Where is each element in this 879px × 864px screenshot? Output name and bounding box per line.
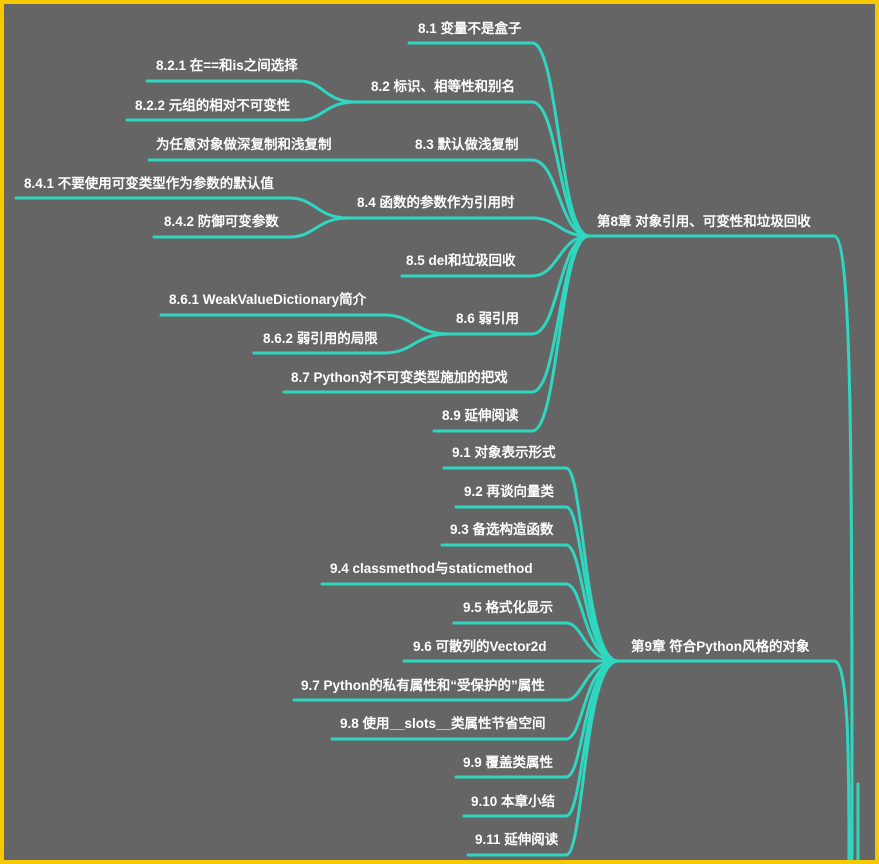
subsection-8-6-1-node[interactable]: 8.6.1 WeakValueDictionary简介 — [169, 292, 367, 307]
section-8-3-node[interactable]: 8.3 默认做浅复制 — [415, 137, 519, 152]
subsection-8-4-2-node[interactable]: 8.4.2 防御可变参数 — [164, 214, 279, 229]
section-8-5-node[interactable]: 8.5 del和垃圾回收 — [406, 253, 516, 268]
section-9-4-node[interactable]: 9.4 classmethod与staticmethod — [330, 561, 533, 576]
section-8-2-node[interactable]: 8.2 标识、相等性和别名 — [371, 79, 516, 94]
chapter-9-node[interactable]: 第9章 符合Python风格的对象 — [631, 639, 810, 654]
section-9-9-node[interactable]: 9.9 覆盖类属性 — [463, 755, 554, 770]
chapter-8-node[interactable]: 第8章 对象引用、可变性和垃圾回收 — [597, 214, 811, 229]
section-8-4-node[interactable]: 8.4 函数的参数作为引用时 — [357, 195, 515, 210]
edge-8-9 — [432, 234, 591, 433]
edge-8-2 — [354, 100, 591, 238]
edge-8-6-2 — [252, 332, 451, 355]
section-8-6-node[interactable]: 8.6 弱引用 — [456, 311, 520, 326]
section-9-5-node[interactable]: 9.5 格式化显示 — [463, 600, 554, 615]
section-8-1-node[interactable]: 8.1 变量不是盒子 — [418, 21, 522, 36]
edge-8-2-2 — [125, 100, 358, 122]
edge-8-4 — [347, 216, 591, 238]
section-9-10-node[interactable]: 9.10 本章小结 — [471, 794, 556, 809]
section-9-1-node[interactable]: 9.1 对象表示形式 — [452, 445, 556, 460]
edge-9-5 — [452, 621, 620, 663]
section-9-3-node[interactable]: 9.3 备选构造函数 — [450, 522, 554, 537]
section-9-11-node[interactable]: 9.11 延伸阅读 — [475, 832, 559, 847]
edge-8-4-2 — [152, 216, 351, 239]
edge-8-3 — [407, 158, 591, 238]
edge-9-4 — [320, 582, 620, 663]
section-8-9-node[interactable]: 8.9 延伸阅读 — [442, 408, 519, 423]
mindmap-edges — [14, 41, 860, 860]
section-8-7-node[interactable]: 8.7 Python对不可变类型施加的把戏 — [291, 370, 508, 385]
edge-8-5 — [400, 234, 591, 278]
edge-9-3 — [440, 543, 620, 663]
section-9-2-node[interactable]: 9.2 再谈向量类 — [464, 484, 555, 499]
edge-ch9-root — [832, 659, 851, 860]
edge-9-11 — [466, 659, 620, 857]
edge-8-1 — [407, 41, 591, 238]
section-9-8-node[interactable]: 9.8 使用__slots__类属性节省空间 — [340, 716, 546, 731]
section-9-6-node[interactable]: 9.6 可散列的Vector2d — [413, 639, 547, 654]
subsection-8-2-1-node[interactable]: 8.2.1 在==和is之间选择 — [156, 58, 298, 73]
subsection-8-4-1-node[interactable]: 8.4.1 不要使用可变类型作为参数的默认值 — [24, 176, 274, 191]
subsection-8-3-1-node[interactable]: 为任意对象做深复制和浅复制 — [156, 137, 332, 152]
subsection-8-2-2-node[interactable]: 8.2.2 元组的相对不可变性 — [135, 98, 291, 113]
edge-ch8-root — [832, 234, 854, 860]
subsection-8-6-2-node[interactable]: 8.6.2 弱引用的局限 — [263, 331, 378, 346]
section-9-7-node[interactable]: 9.7 Python的私有属性和“受保护的”属性 — [301, 678, 545, 693]
